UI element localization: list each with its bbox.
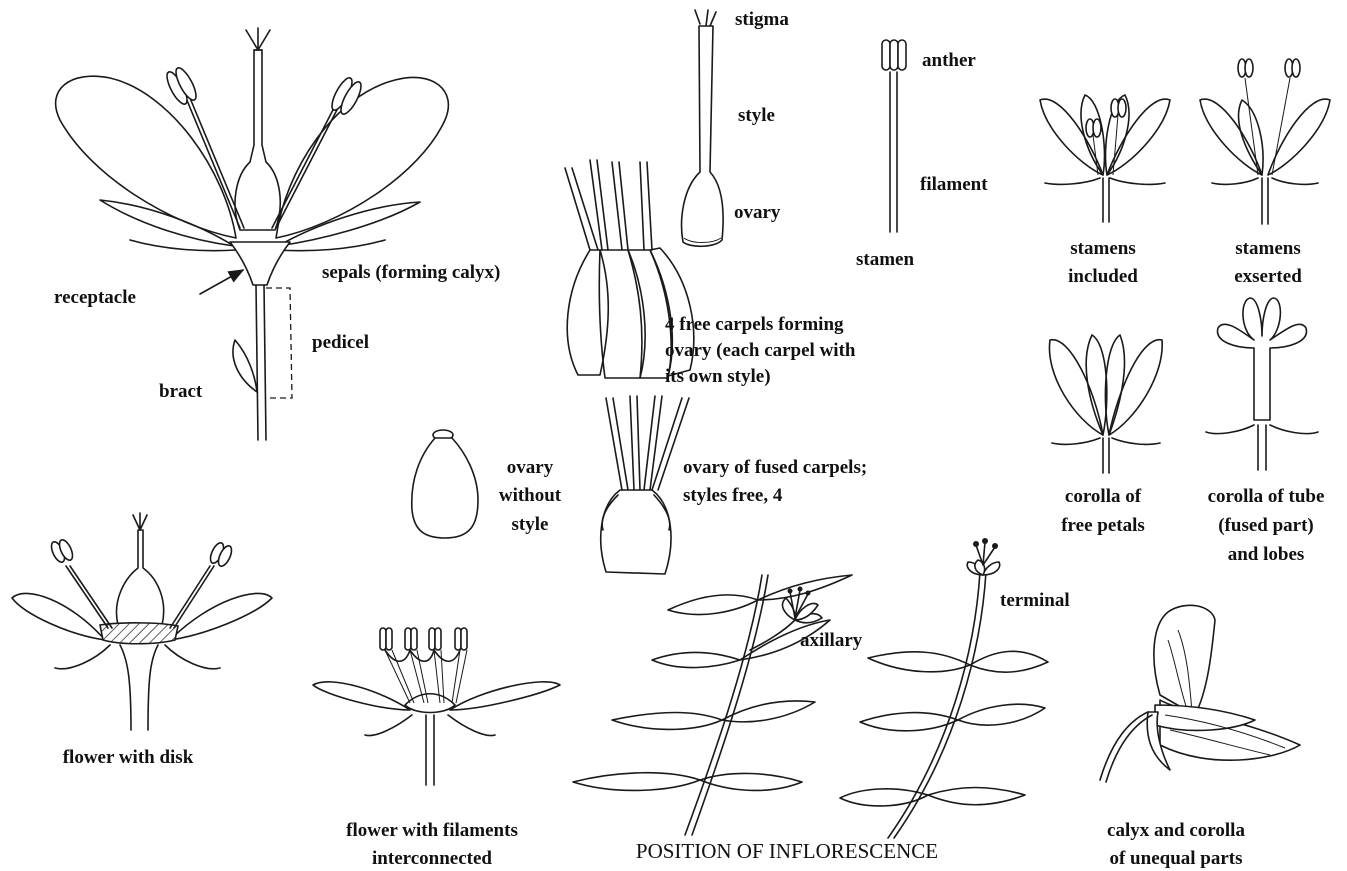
stamens-included-label-1: stamens xyxy=(1070,238,1135,259)
bract-label: bract xyxy=(159,381,203,402)
ovary-without-style-drawing xyxy=(412,430,478,538)
ovary-without-style-label-3: style xyxy=(512,514,549,535)
fused-carpels-label-1: ovary of fused carpels; xyxy=(683,457,867,478)
flower-disk-label: flower with disk xyxy=(63,747,194,768)
unequal-parts-drawing xyxy=(1100,605,1300,782)
corolla-tube-drawing xyxy=(1206,298,1318,470)
free-carpels-label-3: its own style) xyxy=(665,366,771,387)
flower-filaments-label-1: flower with filaments xyxy=(346,820,518,841)
fused-carpels-label-2: styles free, 4 xyxy=(683,485,783,506)
corolla-free-petals-drawing xyxy=(1049,335,1162,473)
terminal-label: terminal xyxy=(1000,590,1070,611)
corolla-tube-label-3: and lobes xyxy=(1228,544,1305,565)
corolla-tube-label-2: (fused part) xyxy=(1218,515,1314,536)
fused-carpels-drawing xyxy=(601,396,689,574)
main-flower-drawing xyxy=(56,28,449,440)
stamens-included-label-2: included xyxy=(1068,266,1138,287)
stigma-label: stigma xyxy=(735,9,789,30)
pistil-drawing xyxy=(682,10,724,246)
flower-filaments-label-2: interconnected xyxy=(372,848,492,869)
corolla-free-label-2: free petals xyxy=(1061,515,1145,536)
terminal-inflorescence-drawing xyxy=(840,538,1048,838)
axillary-inflorescence-drawing xyxy=(573,575,852,835)
corolla-tube-label-1: corolla of tube xyxy=(1208,486,1325,507)
stamens-included-drawing xyxy=(1040,95,1170,222)
unequal-parts-label-2: of unequal parts xyxy=(1109,848,1242,869)
ovary-label: ovary xyxy=(734,202,781,223)
ovary-without-style-label-2: without xyxy=(499,485,562,506)
stamens-exserted-label-2: exserted xyxy=(1234,266,1302,287)
inflorescence-title: POSITION OF INFLORESCENCE xyxy=(636,839,938,863)
anther-label: anther xyxy=(922,50,976,71)
receptacle-label: receptacle xyxy=(54,287,136,308)
free-carpels-label-2: ovary (each carpel with xyxy=(665,340,856,361)
flower-with-disk-drawing xyxy=(12,513,272,730)
unequal-parts-label-1: calyx and corolla xyxy=(1107,820,1245,841)
flower-filaments-drawing xyxy=(313,628,560,785)
corolla-free-label-1: corolla of xyxy=(1065,486,1142,507)
stamen-drawing xyxy=(882,40,906,232)
ovary-without-style-label-1: ovary xyxy=(507,457,554,478)
style-label: style xyxy=(738,105,775,126)
filament-label: filament xyxy=(920,174,988,195)
stamen-label: stamen xyxy=(856,249,914,270)
stamens-exserted-drawing xyxy=(1200,59,1330,224)
axillary-label: axillary xyxy=(800,630,863,651)
stamens-exserted-label-1: stamens xyxy=(1235,238,1300,259)
free-carpels-label-1: 4 free carpels forming xyxy=(665,314,844,335)
sepals-label: sepals (forming calyx) xyxy=(322,262,500,283)
pedicel-label: pedicel xyxy=(312,332,369,353)
